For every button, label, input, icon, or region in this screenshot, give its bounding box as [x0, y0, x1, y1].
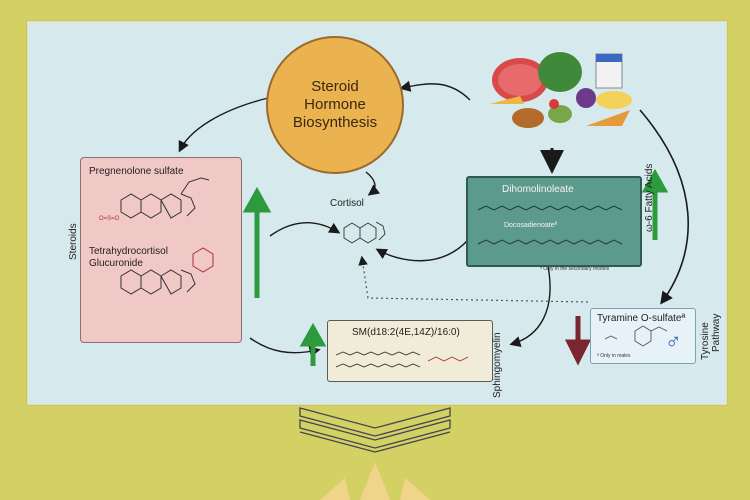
up-arrow-steroids: [242, 186, 272, 298]
center-line3: Biosynthesis: [292, 114, 378, 131]
down-arrow-tyramine: [564, 316, 592, 366]
arrow-fatty-sphingo: [509, 265, 551, 348]
svg-text:O=S=O: O=S=O: [99, 216, 120, 222]
arrow-steroids-to-cortisol: [269, 222, 341, 237]
tyramine-footnote: ª Only in males: [597, 353, 631, 359]
pregnenolone-sulfate-label: Pregnenolone sulfate: [89, 166, 184, 177]
chevron-down-icon: [299, 407, 451, 437]
center-line1: Steroid: [311, 78, 359, 95]
arrow-biosynthesis-to-steroids: [178, 97, 269, 153]
male-symbol-icon: ♂: [665, 329, 682, 354]
tyramine-structure-icon: [604, 325, 668, 347]
tyramine-box: Tyramine O-sulfateª ♂ ª Only in males: [590, 308, 696, 364]
sphingomyelin-box: SM(d18:2(4E,14Z)/16:0): [327, 320, 493, 382]
fatty-acids-box: Dihomolinoleate Docosadienoateª: [466, 176, 642, 267]
steroid-structure-icon: O=S=O: [99, 177, 214, 295]
dihomolinoleate-label: Dihomolinoleate: [502, 184, 574, 195]
up-arrow-sphingo: [299, 322, 327, 366]
cortisol-label: Cortisol: [330, 198, 364, 209]
arrow-foods-to-tyramine: [639, 109, 690, 305]
sphingomyelin-title: SM(d18:2(4E,14Z)/16:0): [352, 327, 460, 338]
fatty-footnote: ª Only in the secondary models: [540, 266, 610, 272]
dotted-tyramine-to-cortisol: [358, 255, 589, 303]
arrow-fatty-to-cortisol: [375, 239, 469, 262]
steroids-box: Pregnenolone sulfate O=S=O Tetrahydrocor…: [80, 157, 242, 343]
tyrosine-side-label: Tyrosine: [700, 322, 711, 360]
sphingomyelin-side-label: Sphingomyelin: [492, 332, 503, 398]
center-line2: Hormone: [304, 96, 366, 113]
tyramine-title: Tyramine O-sulfateª: [597, 313, 686, 324]
fatty-acids-side-label: ω-6 Fatty Acids: [644, 163, 655, 232]
sphingomyelin-structure-icon: [335, 351, 469, 368]
docosadienoate-label: Docosadienoateª: [504, 222, 558, 229]
up-arrow-fatty: [641, 168, 669, 240]
tetrahydrocortisol-label: Tetrahydrocortisol: [89, 246, 168, 257]
fatty-acid-structure-icon: [477, 205, 623, 245]
glucuronide-label: Glucuronide: [89, 258, 143, 269]
arrow-steroids-sphingo: [249, 337, 321, 358]
pathway-side-label: Pathway: [711, 313, 722, 352]
sun-rays: [320, 462, 430, 500]
arrow-foods-to-biosynthesis: [399, 80, 471, 101]
arrow-biosynthesis-cortisol: [365, 171, 381, 196]
